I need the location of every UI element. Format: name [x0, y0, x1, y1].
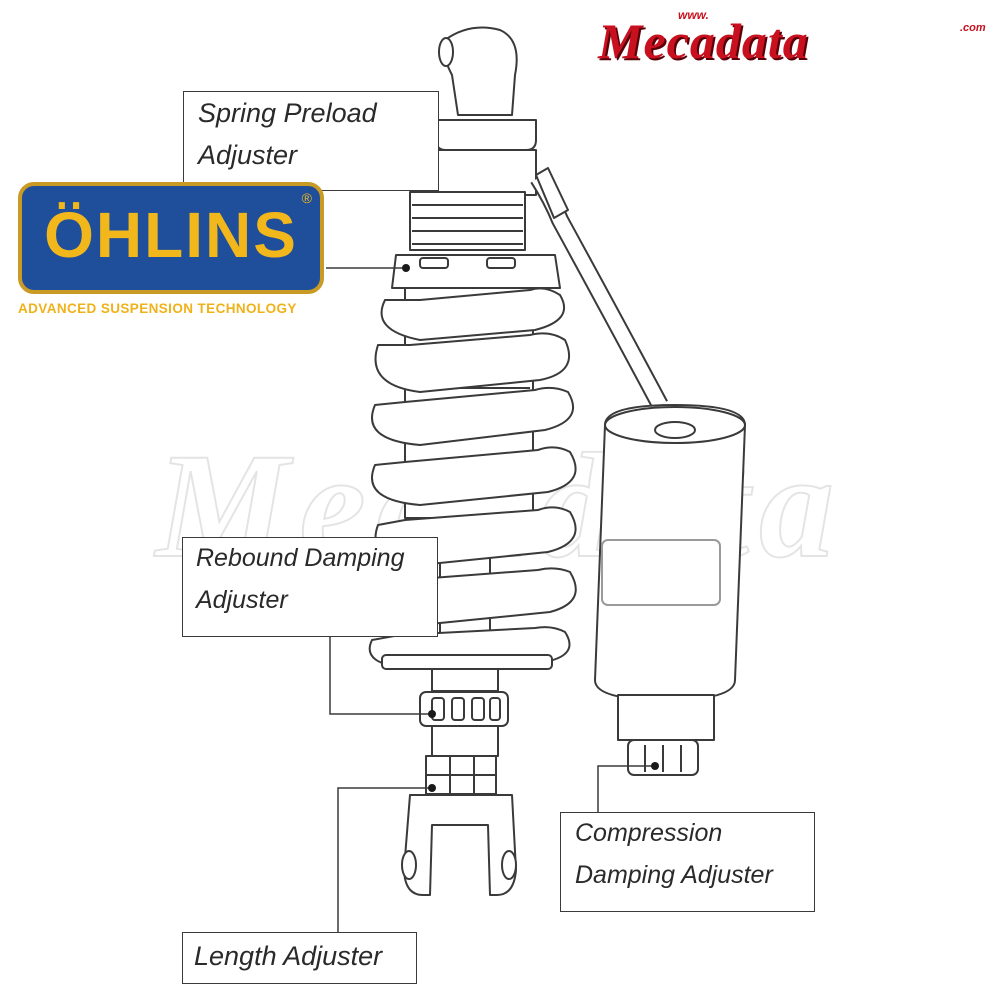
- spring-preload-callout: [183, 91, 439, 191]
- rebound-damping-callout: [182, 537, 438, 637]
- leader-dot-preload: [402, 264, 410, 272]
- ohlins-tagline: ADVANCED SUSPENSION TECHNOLOGY: [18, 301, 297, 316]
- mecadata-brand-logo: Mecadata www. .com: [590, 8, 995, 69]
- length-adjuster-label: Length Adjuster: [194, 941, 383, 971]
- leader-rebound: [329, 637, 430, 715]
- mecadata-brand-www: www.: [678, 8, 709, 22]
- top-eyelet: [442, 26, 518, 116]
- preload-collar: [391, 254, 561, 289]
- top-cap: [435, 119, 537, 151]
- reservoir-body: [594, 404, 746, 701]
- leader-dot-compression: [651, 762, 659, 770]
- spring-coil-2: [374, 332, 570, 393]
- rebound-damping-label-line2: Adjuster: [196, 586, 288, 614]
- lower-spring-seat: [381, 654, 553, 670]
- top-eyelet-hole: [438, 37, 454, 67]
- spring-coil-4: [371, 446, 577, 506]
- ohlins-logo-wordmark: ÖHLINS: [44, 199, 298, 271]
- upper-body: [435, 149, 537, 196]
- rebound-damping-label-line1: Rebound Damping: [196, 544, 405, 572]
- spring-preload-label-line2: Adjuster: [198, 140, 298, 170]
- leader-dot-length: [428, 784, 436, 792]
- lower-clevis: [403, 794, 517, 896]
- registered-mark: ®: [301, 190, 312, 206]
- compression-damping-label-line1: Compression: [575, 819, 723, 847]
- spring-preload-label-line1: Spring Preload: [198, 98, 377, 128]
- leader-dot-rebound: [428, 710, 436, 718]
- mecadata-brand-name: Mecadata: [598, 13, 809, 69]
- spring-coil-3: [371, 386, 574, 446]
- leader-length: [337, 787, 432, 935]
- mecadata-brand-com: .com: [960, 22, 986, 34]
- length-adjuster-callout: [182, 932, 417, 984]
- spring-coil-1: [380, 287, 566, 341]
- ohlins-logo: ÖHLINS ®: [18, 182, 324, 294]
- threaded-body: [409, 191, 526, 251]
- compression-damping-callout: [560, 812, 815, 912]
- compression-damping-label-line2: Damping Adjuster: [575, 861, 773, 889]
- leader-compression: [597, 765, 655, 812]
